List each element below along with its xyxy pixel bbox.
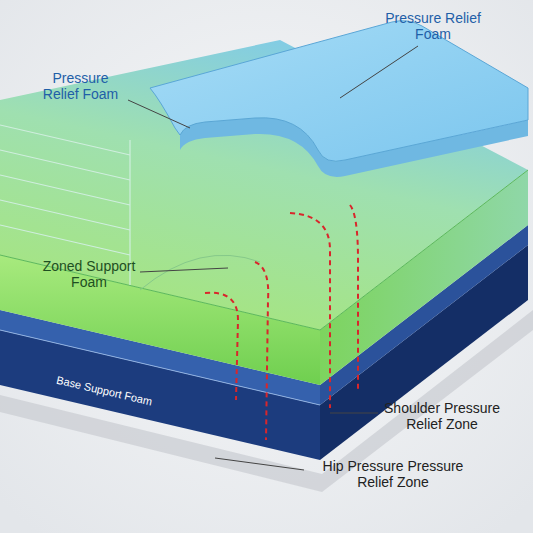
quilt-line	[0, 150, 130, 180]
zone-line	[255, 262, 268, 440]
quilt-line	[0, 225, 130, 255]
zone-contour	[140, 255, 260, 290]
leader-line	[340, 46, 418, 98]
callout-label: Base Support Foam	[34, 367, 174, 414]
quilt-line	[0, 200, 130, 230]
leader-line	[330, 413, 378, 414]
zone-line	[205, 293, 238, 400]
top-edge	[0, 170, 528, 330]
zone-line	[290, 213, 330, 408]
leader-line	[215, 458, 304, 470]
zone-lines	[205, 205, 358, 440]
pillow-top	[150, 21, 528, 162]
leader-line	[128, 100, 190, 128]
callout-label: Pressure Relief Foam	[378, 10, 488, 42]
callout-label: Zoned Support Foam	[38, 258, 140, 290]
quilt-line	[0, 175, 130, 205]
leader-line	[140, 268, 228, 272]
callout-label: Hip Pressure Pressure Relief Zone	[318, 458, 468, 490]
callout-label: Pressure Relief Foam	[33, 70, 128, 102]
leader-lines	[128, 46, 418, 470]
callout-label: Shoulder Pressure Relief Zone	[372, 400, 512, 432]
quilt-line	[0, 125, 130, 155]
zone-line	[350, 205, 358, 390]
